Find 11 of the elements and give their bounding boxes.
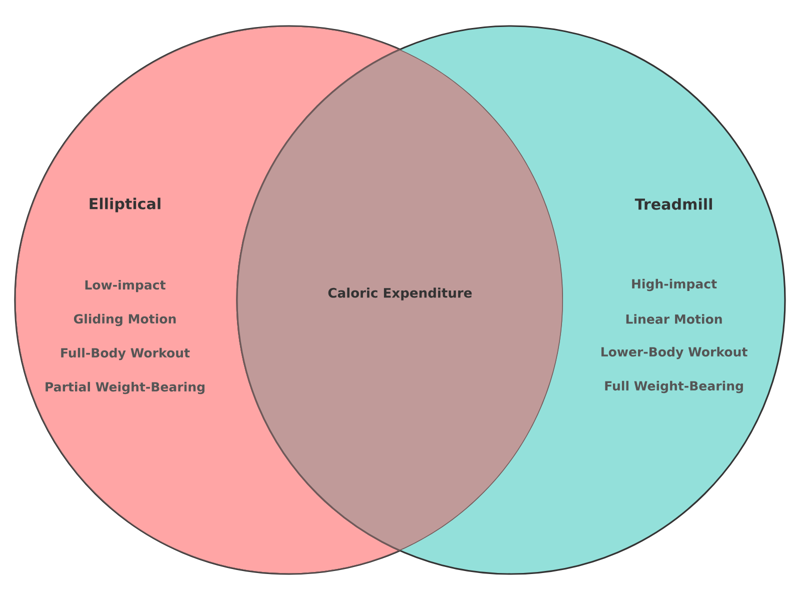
- set-item: Linear Motion: [626, 314, 722, 324]
- set-item: Lower-Body Workout: [601, 346, 748, 360]
- set-item: Partial Weight-Bearing: [46, 382, 204, 394]
- set-item: Low-impact: [85, 280, 166, 292]
- set-item: Full Weight-Bearing: [605, 380, 743, 394]
- set-item: Full-Body Workout: [61, 348, 190, 360]
- set-heading: Elliptical: [90, 198, 160, 212]
- set-heading: Treadmill: [634, 198, 712, 210]
- set-item: Gliding Motion: [74, 314, 176, 326]
- overlap-label: Caloric Expenditure: [328, 288, 472, 300]
- set-item: High-impact: [632, 278, 717, 292]
